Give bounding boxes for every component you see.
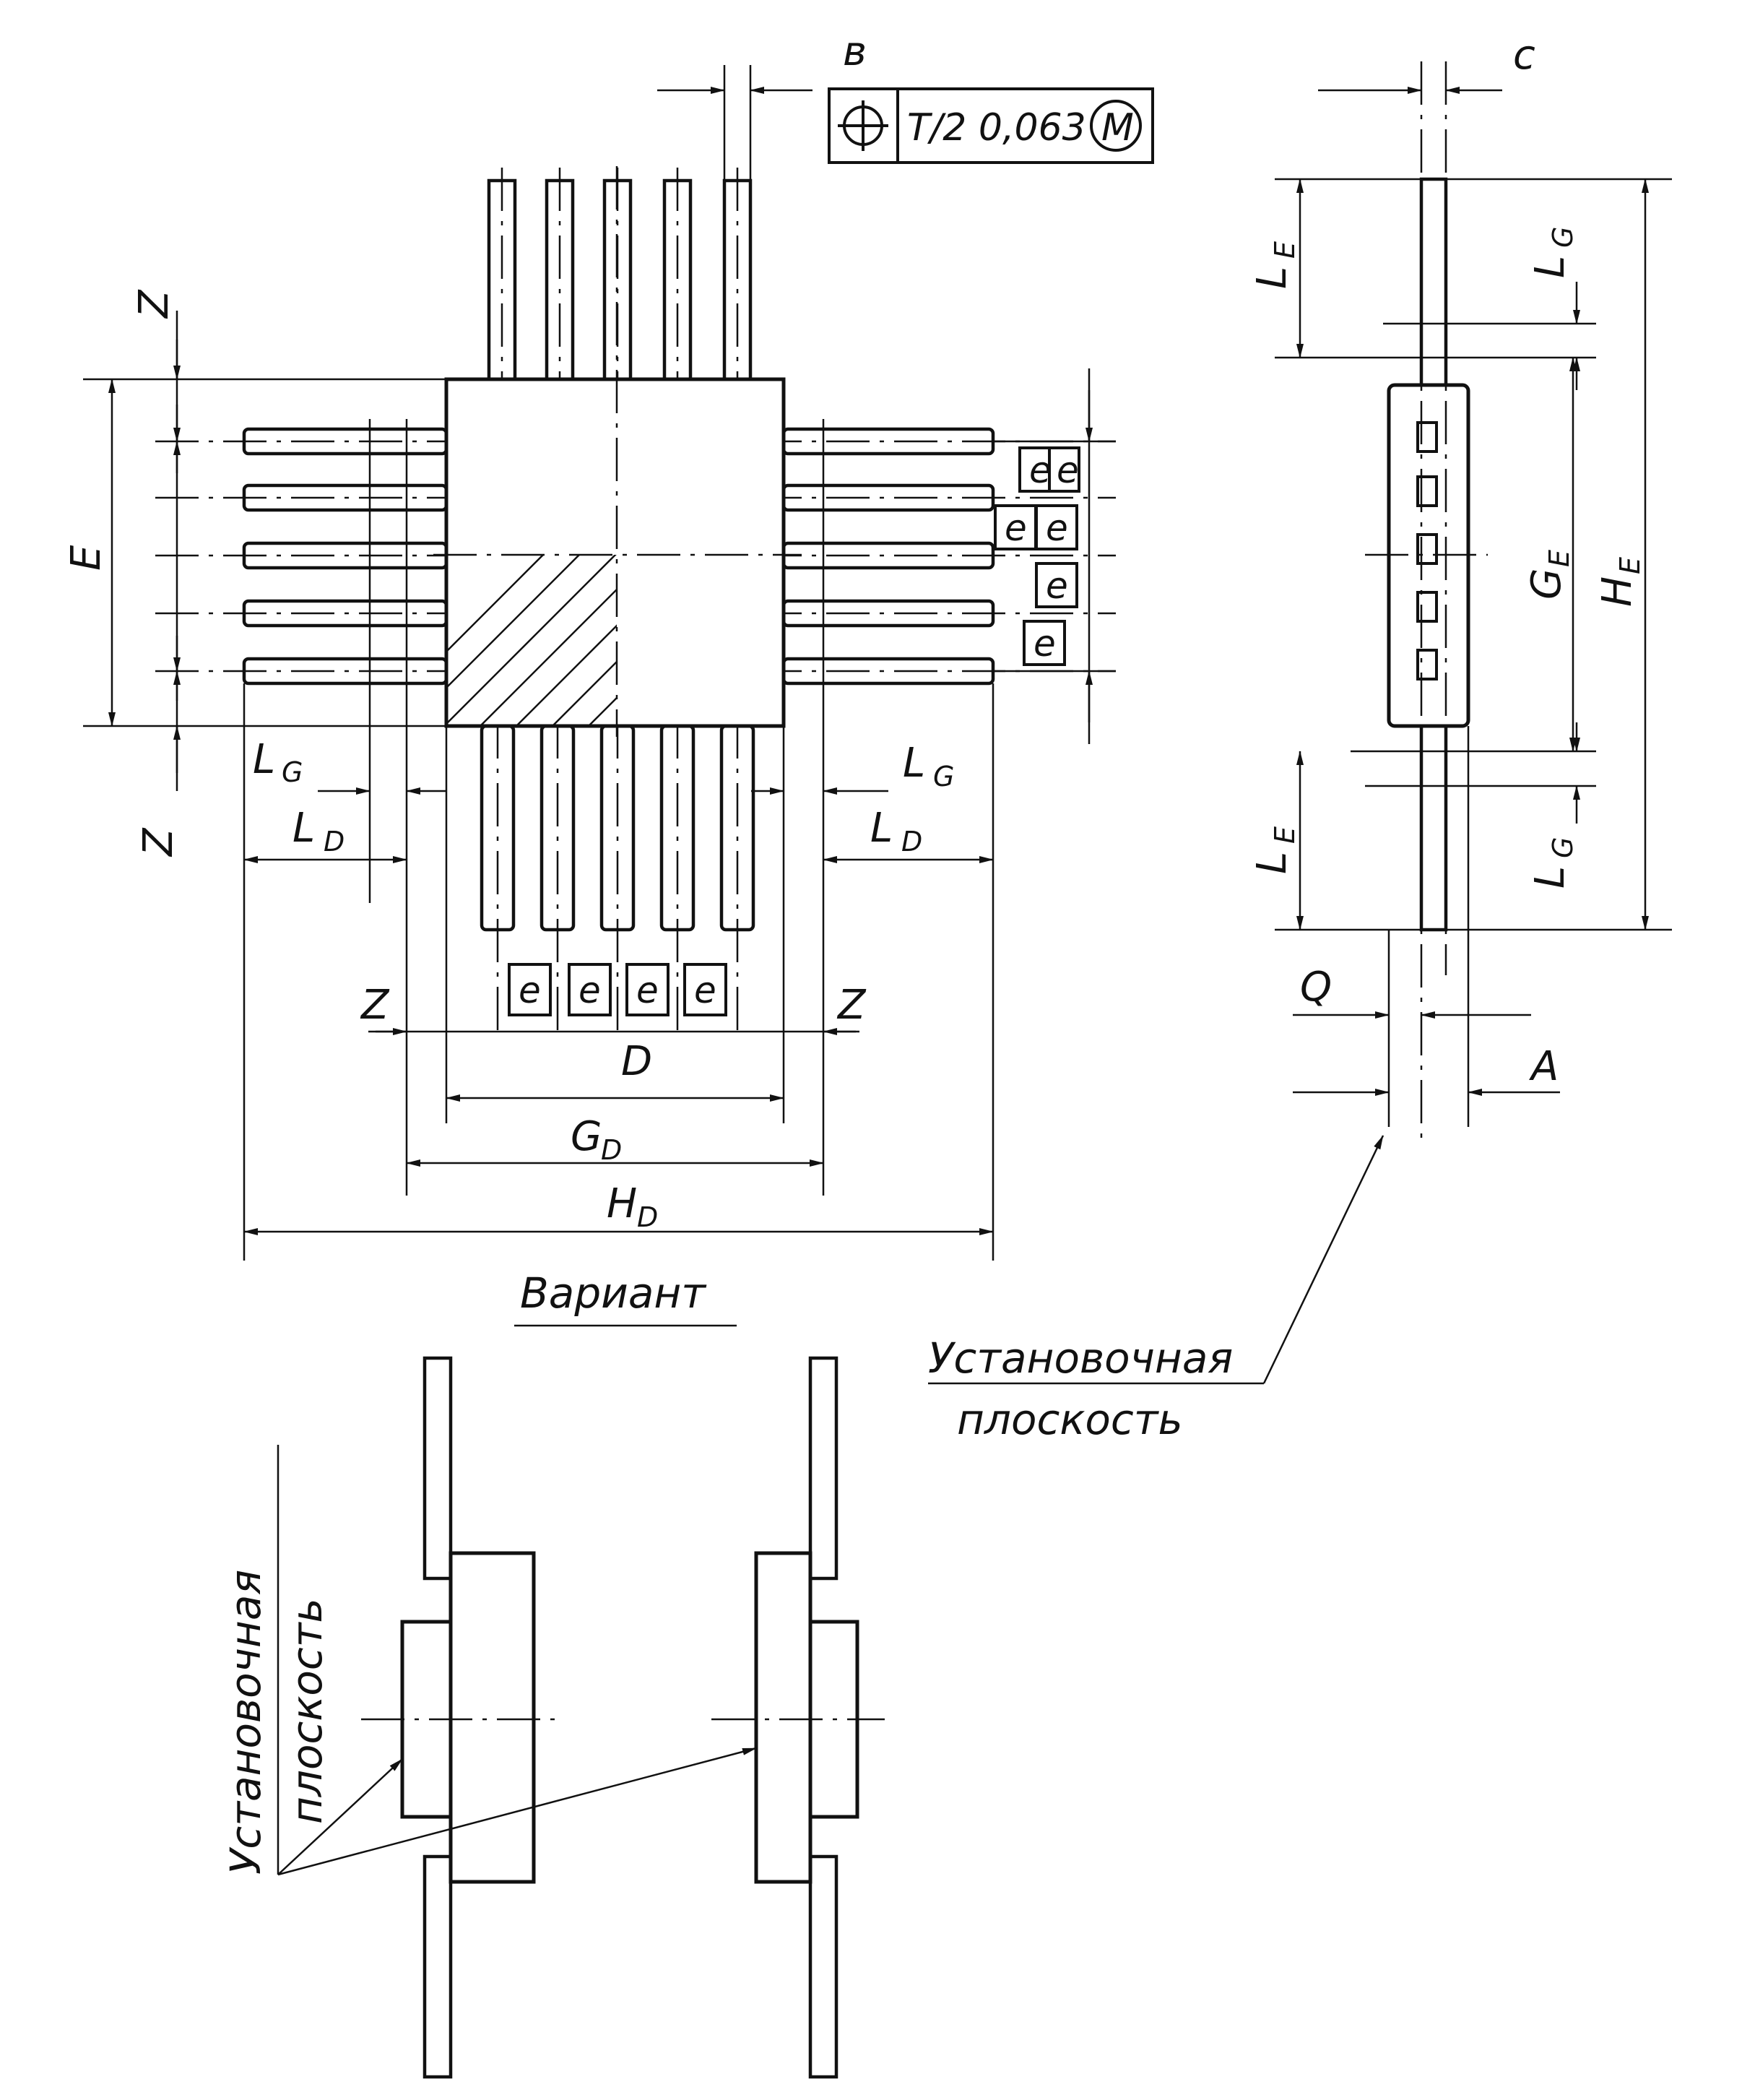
dimension-LG-LD-left: L G L D (243, 419, 446, 1261)
svg-text:e: e (1057, 449, 1079, 491)
svg-text:E: E (1614, 557, 1646, 574)
svg-text:D: D (601, 1134, 622, 1166)
svg-text:G: G (933, 761, 954, 792)
left-leads (155, 427, 469, 686)
dimension-Z-left: Z Z (131, 289, 182, 857)
label-LE-bottom: L (1249, 852, 1296, 874)
label-LD-left: L (292, 805, 315, 852)
label-D: D (621, 1038, 652, 1085)
variant-caption: Вариант (520, 1269, 707, 1318)
pitch-e-bottom: e e e e Z Z D (360, 963, 867, 1085)
svg-text:e: e (694, 969, 716, 1011)
svg-text:E: E (1269, 826, 1301, 844)
variant-right (711, 1356, 885, 2079)
svg-text:E: E (1543, 550, 1575, 567)
tolerance-value: T/2 0,063 (907, 106, 1086, 150)
label-Z-bottom-left: Z (360, 982, 390, 1029)
dimension-b: в (657, 28, 867, 181)
label-LG-top: L (1527, 256, 1574, 278)
top-view: E Z Z e e e (63, 28, 1154, 1261)
svg-text:e: e (519, 969, 541, 1011)
svg-text:D: D (324, 826, 344, 857)
label-A: A (1529, 1043, 1559, 1090)
mounting-plane-leader (1262, 1135, 1384, 1384)
label-Q: Q (1300, 964, 1332, 1011)
label-LG-left: L (253, 736, 275, 783)
svg-text:D: D (901, 826, 922, 857)
max-material-modifier: M (1101, 106, 1134, 150)
dimension-HD: H D (243, 1180, 994, 1235)
variant-mounting-plane-line1: Установочная (221, 1570, 270, 1875)
label-b: в (843, 28, 867, 75)
variant-mounting-plane-line2: плоскость (282, 1598, 332, 1824)
label-GD: G (571, 1113, 602, 1160)
e-label-r2: e (1046, 507, 1068, 549)
label-HD: H (607, 1180, 637, 1227)
dimension-E: E (63, 378, 446, 727)
e-box-right: e e (1018, 446, 1080, 493)
svg-text:G: G (1547, 227, 1579, 248)
side-view: с L E L G G E H E L E L G (928, 32, 1672, 1444)
svg-text:D: D (637, 1201, 658, 1233)
label-GE: G (1523, 569, 1570, 600)
svg-text:G: G (1547, 837, 1579, 858)
variant-leader-right (277, 1747, 757, 1876)
dimension-GD: G D (406, 726, 824, 1167)
svg-text:G: G (282, 756, 303, 788)
e-label-r3: e (1046, 565, 1068, 607)
top-leads (487, 168, 753, 390)
svg-text:e: e (636, 969, 659, 1011)
svg-text:E: E (1269, 241, 1301, 259)
variant-section: Вариант Установочная плоскость (221, 1269, 885, 2079)
label-LE-top: L (1249, 267, 1296, 289)
max-material-icon (1090, 100, 1142, 152)
svg-text:e: e (1029, 449, 1052, 491)
label-Z-bottom-right: Z (836, 982, 867, 1029)
label-E: E (63, 545, 110, 571)
hatched-quadrant (446, 555, 617, 726)
mounting-plane-caption-line1: Установочная (928, 1334, 1233, 1383)
svg-text:e: e (578, 969, 601, 1011)
variant-leader-left (277, 1758, 403, 1875)
position-tolerance-frame: T/2 0,063 M (828, 87, 1154, 164)
label-LD-right: L (870, 805, 893, 852)
label-Z-bottom: Z (135, 827, 182, 857)
svg-text:e: e (1005, 507, 1027, 549)
e-label-r4: e (1034, 623, 1056, 665)
label-Z-top: Z (131, 289, 178, 319)
variant-left (361, 1356, 560, 2079)
right-leads (758, 427, 1116, 686)
label-HE: H (1594, 576, 1641, 607)
mounting-plane-caption-line2: плоскость (957, 1395, 1183, 1444)
pitch-e-right: e e e e e e (993, 368, 1116, 744)
label-LG-bottom: L (1527, 866, 1574, 889)
label-LG-right: L (903, 740, 925, 787)
label-c: с (1513, 32, 1535, 79)
dimension-LG-LD-right: L G L D (751, 419, 994, 1261)
